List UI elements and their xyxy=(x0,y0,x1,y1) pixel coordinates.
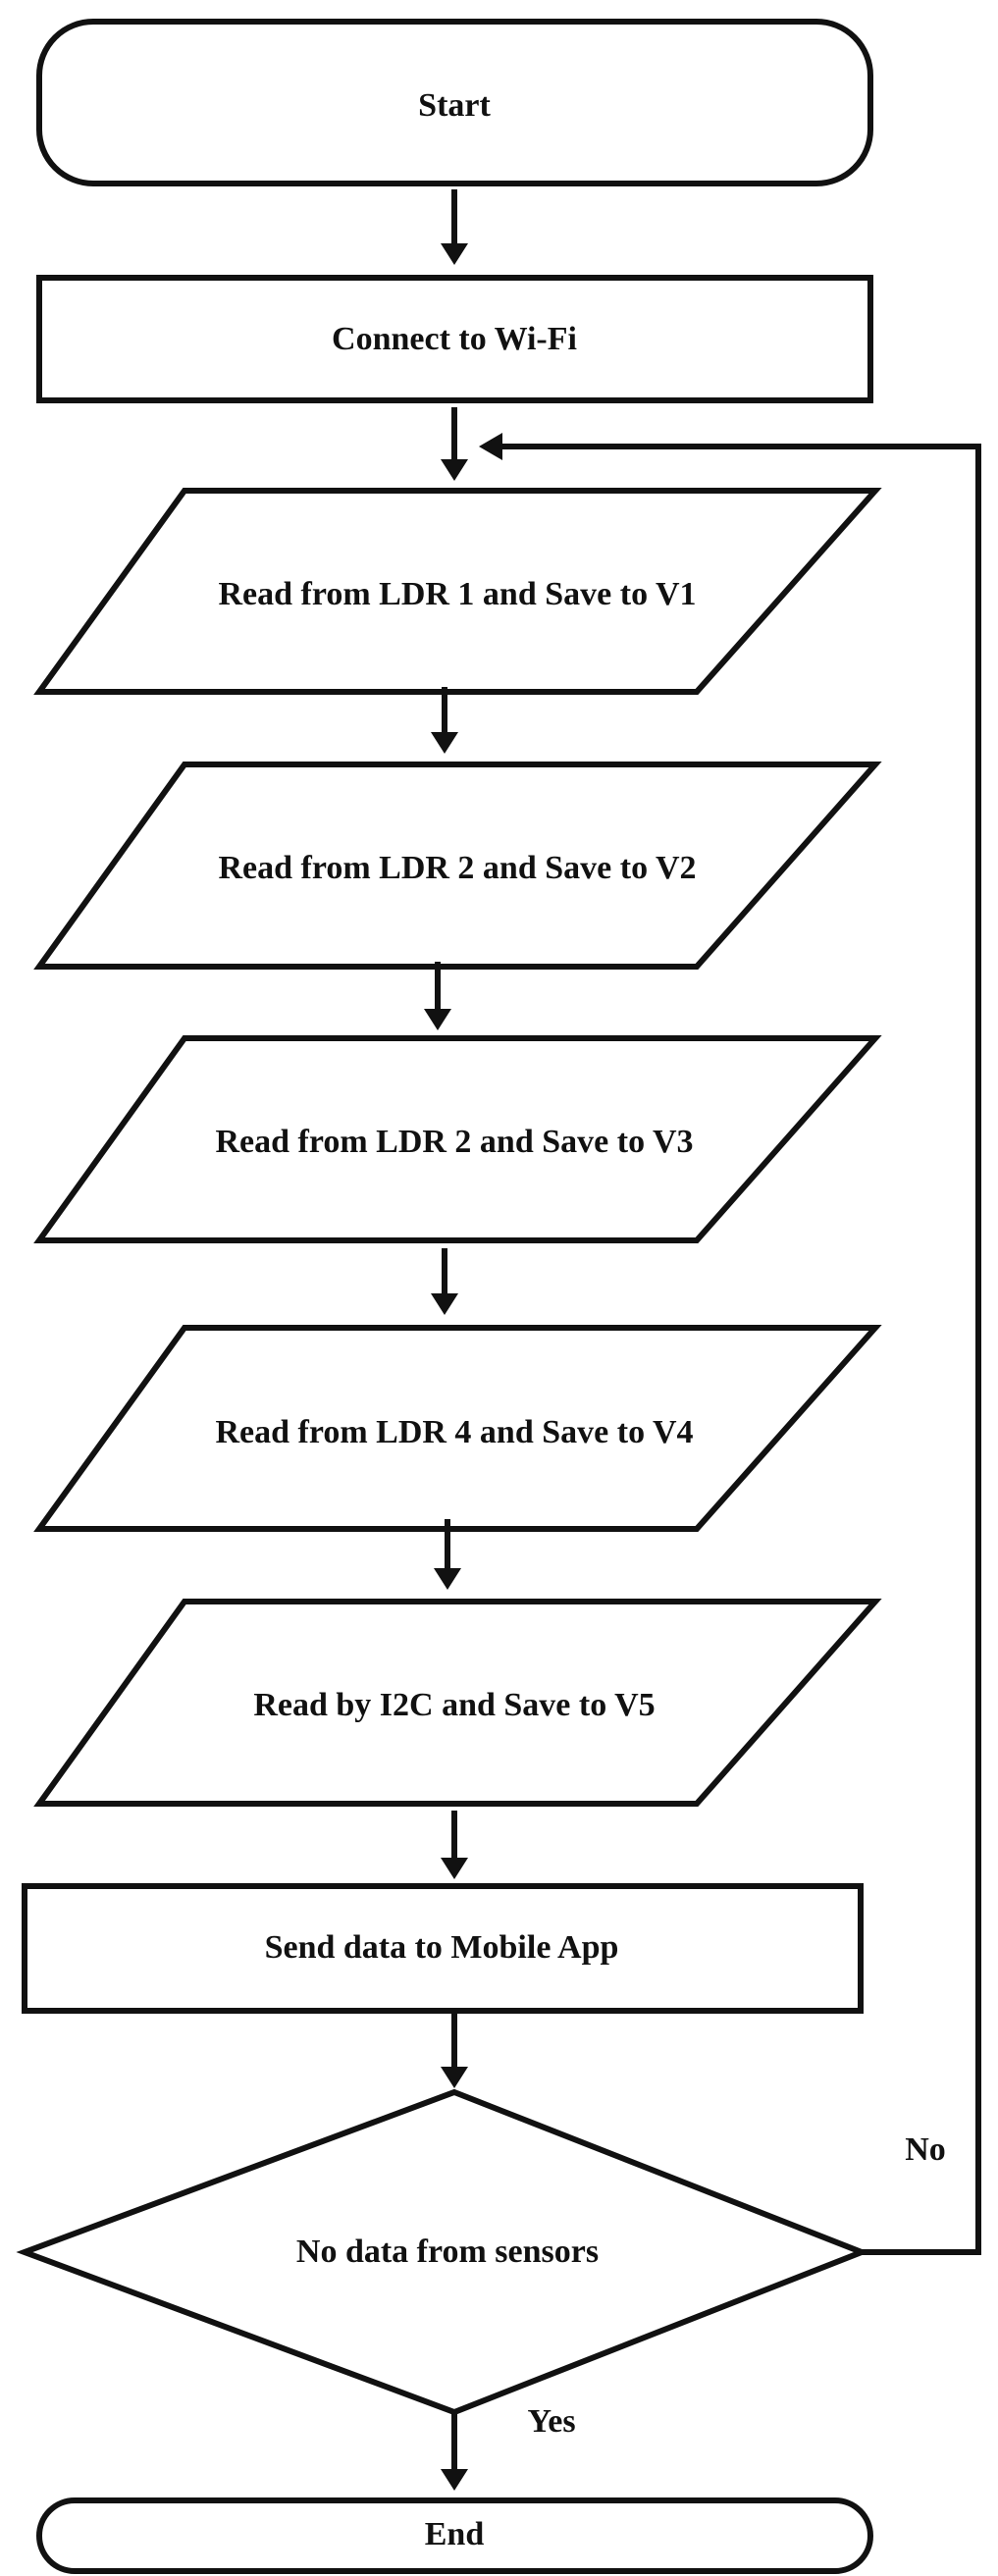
arrowhead-read2-to-read3 xyxy=(424,1009,451,1030)
read-i2c-label: Read by I2C and Save to V5 xyxy=(253,1687,655,1723)
arrowhead-i2c-to-send xyxy=(441,1858,468,1879)
arrowhead-decision-to-end xyxy=(441,2469,468,2491)
end-terminator xyxy=(36,2497,873,2574)
no-loop-line xyxy=(500,444,981,2255)
end-label: End xyxy=(425,2516,485,2552)
read-i2c-io xyxy=(33,1599,882,1807)
arrowhead-read1-to-read2 xyxy=(431,732,458,754)
arrowhead-connect-to-read1 xyxy=(441,459,468,481)
connect-wifi-process xyxy=(36,275,873,403)
connect-wifi-label: Connect to Wi-Fi xyxy=(332,321,577,357)
send-data-process xyxy=(22,1883,864,2014)
read-ldr3-io xyxy=(33,1035,882,1243)
decision-label: No data from sensors xyxy=(296,2234,599,2270)
no-loop-arrowhead xyxy=(479,433,502,460)
read-ldr2-label: Read from LDR 2 and Save to V2 xyxy=(218,850,696,886)
read-ldr2-io xyxy=(33,762,882,970)
no-label: No xyxy=(905,2131,946,2168)
arrowhead-send-to-decision xyxy=(441,2067,468,2088)
read-ldr3-label: Read from LDR 2 and Save to V3 xyxy=(215,1124,693,1160)
read-ldr1-io xyxy=(33,488,882,695)
arrowhead-read4-to-i2c xyxy=(434,1568,461,1590)
send-data-label: Send data to Mobile App xyxy=(265,1929,619,1966)
read-ldr4-io xyxy=(33,1325,882,1532)
read-ldr1-label: Read from LDR 1 and Save to V1 xyxy=(218,576,696,612)
read-ldr4-label: Read from LDR 4 and Save to V4 xyxy=(215,1414,693,1450)
arrowhead-read3-to-read4 xyxy=(431,1293,458,1315)
start-label: Start xyxy=(418,87,491,124)
arrowhead-start-to-connect xyxy=(441,243,468,265)
yes-label: Yes xyxy=(527,2403,575,2440)
start-terminator xyxy=(36,19,873,186)
